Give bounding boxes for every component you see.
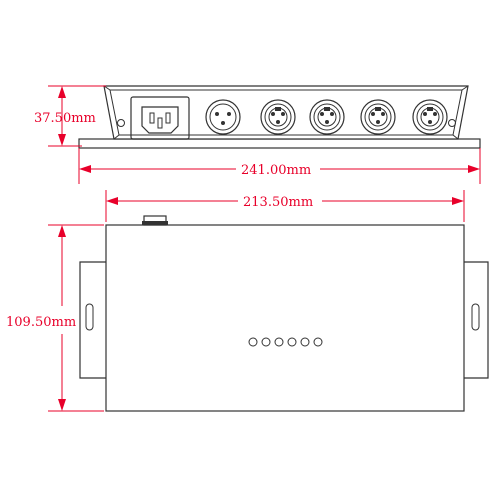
dim-top-width: 213.50mm	[105, 190, 465, 222]
dim-label-top-depth: 109.50mm	[6, 315, 76, 330]
led-5	[300, 337, 310, 347]
xlr-input	[205, 99, 241, 135]
dim-label-top-width: 213.50mm	[243, 195, 313, 210]
led-6	[313, 337, 323, 347]
mounting-ear-right	[464, 261, 489, 379]
xlr-output-2	[309, 99, 345, 135]
screw-left	[117, 119, 125, 127]
screw-right	[448, 119, 456, 127]
dim-top-depth: 109.50mm	[6, 224, 104, 412]
dim-label-front-width: 241.00mm	[241, 163, 311, 178]
led-4	[287, 337, 297, 347]
led-3	[274, 337, 284, 347]
xlr-output-3	[360, 99, 396, 135]
iec-power-inlet	[130, 96, 190, 140]
xlr-output-4	[412, 99, 448, 135]
front-flange	[78, 138, 481, 149]
slot-right	[471, 303, 480, 331]
slot-left	[85, 303, 94, 331]
led-1	[248, 337, 258, 347]
led-2	[261, 337, 271, 347]
top-connector-nub	[142, 215, 168, 226]
indicator-leds	[248, 337, 323, 347]
xlr-output-1	[260, 99, 296, 135]
top-housing	[105, 224, 465, 412]
dim-front-width: 241.00mm	[78, 148, 481, 184]
dim-label-front-height: 37.50mm	[34, 111, 96, 126]
dim-front-height: 37.50mm	[34, 85, 106, 147]
top-view	[79, 215, 489, 412]
front-view	[78, 85, 481, 149]
